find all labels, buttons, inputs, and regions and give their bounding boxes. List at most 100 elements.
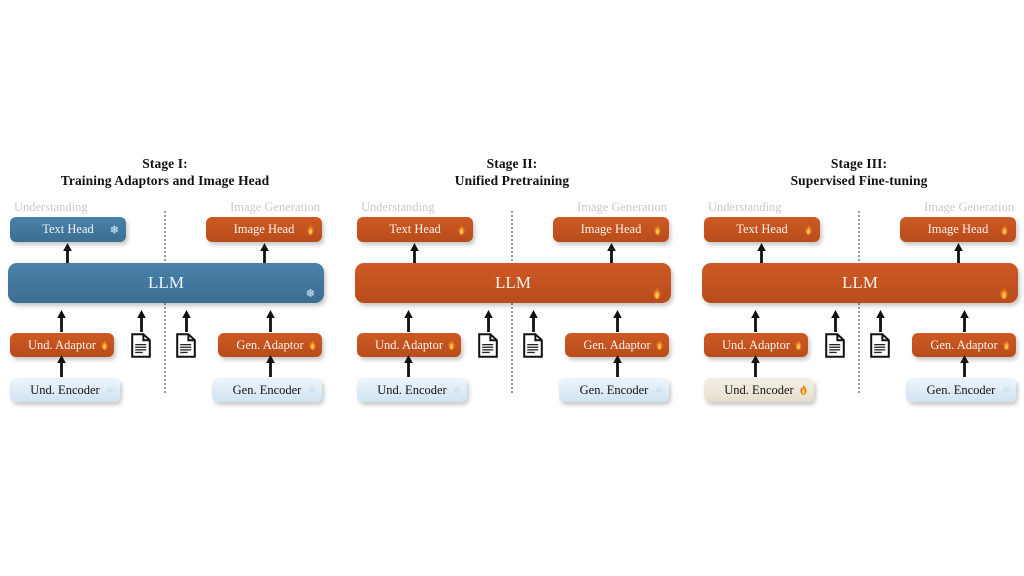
und-encoder-box[interactable]: Und. Encoder ❄	[357, 378, 467, 402]
gen-adaptor-label: Gen. Adaptor	[236, 337, 304, 352]
gen-encoder-box[interactable]: Gen. Encoder ❄	[559, 378, 669, 402]
arrow-llm-to-image-head	[607, 243, 616, 265]
arrow-gen-adaptor-to-llm	[960, 310, 969, 332]
stage-title-line1: Stage I:	[142, 156, 188, 171]
document-icon	[176, 333, 196, 358]
document-icon	[478, 333, 498, 358]
gen-adaptor-box[interactable]: Gen. Adaptor	[218, 333, 322, 357]
flame-icon	[457, 224, 466, 235]
llm-box[interactable]: LLM	[702, 263, 1018, 303]
flame-icon	[652, 287, 662, 300]
text-head-label: Text Head	[389, 222, 441, 236]
arrow-und-encoder-to-adaptor	[404, 355, 413, 377]
arrow-text-doc-right-to-llm	[182, 310, 191, 332]
flame-icon	[999, 287, 1009, 300]
llm-box[interactable]: LLM ❄	[8, 263, 324, 303]
stage-panel-stage-2: Stage II: Unified Pretraining Understand…	[347, 155, 677, 405]
snowflake-icon: ❄	[308, 386, 316, 397]
image-head-box[interactable]: Image Head	[553, 217, 669, 242]
und-adaptor-box[interactable]: Und. Adaptor	[10, 333, 114, 357]
image-head-box[interactable]: Image Head	[900, 217, 1016, 242]
flame-icon	[100, 339, 109, 351]
flame-icon	[794, 339, 803, 351]
gen-encoder-label: Gen. Encoder	[579, 382, 649, 397]
snowflake-icon: ❄	[655, 386, 663, 397]
image-head-label: Image Head	[927, 222, 989, 236]
image-head-box[interactable]: Image Head	[206, 217, 322, 242]
flame-icon	[655, 339, 664, 351]
stage-panel-stage-3: Stage III: Supervised Fine-tuning Unders…	[694, 155, 1024, 405]
llm-label: LLM	[148, 273, 184, 292]
stage-title-line1: Stage II:	[486, 156, 538, 171]
und-adaptor-label: Und. Adaptor	[27, 337, 97, 352]
gen-encoder-box[interactable]: Gen. Encoder ❄	[212, 378, 322, 402]
arrow-llm-to-text-head	[757, 243, 766, 265]
column-captions: Understanding Image Generation	[347, 200, 677, 222]
text-head-label: Text Head	[736, 222, 788, 236]
arrow-text-doc-right-to-llm	[529, 310, 538, 332]
snowflake-icon: ❄	[305, 288, 315, 300]
snowflake-icon: ❄	[109, 224, 119, 236]
gen-adaptor-label: Gen. Adaptor	[583, 337, 651, 352]
document-icon	[523, 333, 543, 358]
arrow-gen-encoder-to-adaptor	[266, 355, 275, 377]
gen-encoder-box[interactable]: Gen. Encoder ❄	[906, 378, 1016, 402]
arrow-gen-adaptor-to-llm	[266, 310, 275, 332]
image-head-label: Image Head	[233, 222, 295, 236]
snowflake-icon: ❄	[453, 386, 461, 397]
stage-title-line1: Stage III:	[830, 156, 888, 171]
flame-icon	[799, 384, 808, 396]
flame-icon	[308, 339, 317, 351]
snowflake-icon: ❄	[106, 386, 114, 397]
arrow-und-adaptor-to-llm	[57, 310, 66, 332]
und-encoder-label: Und. Encoder	[377, 382, 447, 397]
column-captions: Understanding Image Generation	[0, 200, 330, 222]
und-adaptor-label: Und. Adaptor	[374, 337, 444, 352]
arrow-gen-encoder-to-adaptor	[960, 355, 969, 377]
stage-panel-stage-1: Stage I: Training Adaptors and Image Hea…	[0, 155, 330, 405]
stage-title-line2: Training Adaptors and Image Head	[60, 173, 270, 188]
flame-icon	[804, 224, 813, 235]
llm-box[interactable]: LLM	[355, 263, 671, 303]
arrow-llm-to-text-head	[63, 243, 72, 265]
arrow-text-doc-left-to-llm	[831, 310, 840, 332]
und-adaptor-box[interactable]: Und. Adaptor	[357, 333, 461, 357]
arrow-llm-to-image-head	[260, 243, 269, 265]
und-encoder-label: Und. Encoder	[30, 382, 100, 397]
flame-icon	[1002, 339, 1011, 351]
document-icon	[870, 333, 890, 358]
flame-icon	[1000, 224, 1009, 235]
stage-title-line2: Supervised Fine-tuning	[790, 173, 928, 188]
document-icon	[825, 333, 845, 358]
arrow-text-doc-left-to-llm	[137, 310, 146, 332]
caption-understanding: Understanding	[14, 200, 88, 214]
gen-adaptor-label: Gen. Adaptor	[930, 337, 998, 352]
text-head-box[interactable]: Text Head	[357, 217, 473, 242]
caption-image-generation: Image Generation	[924, 200, 1014, 214]
column-captions: Understanding Image Generation	[694, 200, 1024, 222]
caption-image-generation: Image Generation	[230, 200, 320, 214]
arrow-text-doc-left-to-llm	[484, 310, 493, 332]
text-head-box[interactable]: Text Head	[704, 217, 820, 242]
document-icon	[131, 333, 151, 358]
image-head-label: Image Head	[580, 222, 642, 236]
llm-label: LLM	[842, 273, 878, 292]
stage-row: Stage I: Training Adaptors and Image Hea…	[0, 155, 1024, 405]
gen-adaptor-box[interactable]: Gen. Adaptor	[565, 333, 669, 357]
llm-label: LLM	[495, 273, 531, 292]
text-head-box[interactable]: Text Head ❄	[10, 217, 126, 242]
und-encoder-box[interactable]: Und. Encoder ❄	[10, 378, 120, 402]
arrow-und-encoder-to-adaptor	[57, 355, 66, 377]
arrow-und-encoder-to-adaptor	[751, 355, 760, 377]
arrow-und-adaptor-to-llm	[751, 310, 760, 332]
und-adaptor-box[interactable]: Und. Adaptor	[704, 333, 808, 357]
gen-encoder-label: Gen. Encoder	[926, 382, 996, 397]
arrow-und-adaptor-to-llm	[404, 310, 413, 332]
stage-title: Stage I: Training Adaptors and Image Hea…	[0, 155, 330, 189]
arrow-gen-encoder-to-adaptor	[613, 355, 622, 377]
und-encoder-box[interactable]: Und. Encoder	[704, 378, 814, 402]
caption-understanding: Understanding	[361, 200, 435, 214]
flame-icon	[447, 339, 456, 351]
gen-adaptor-box[interactable]: Gen. Adaptor	[912, 333, 1016, 357]
